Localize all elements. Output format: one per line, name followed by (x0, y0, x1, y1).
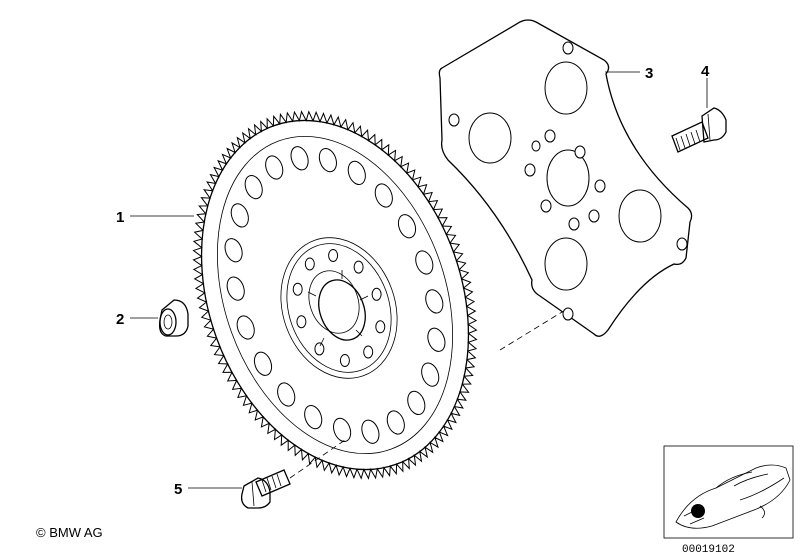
bolt-5[interactable] (240, 469, 291, 509)
hub-bolt-hole (375, 320, 386, 334)
hub-bolt-hole (304, 257, 315, 271)
flywheel-hole (244, 174, 263, 200)
flywheel-hole (415, 250, 434, 275)
flywheel-hole (427, 327, 446, 352)
flywheel-hole (374, 183, 393, 208)
callout-3: 3 (645, 65, 653, 82)
flywheel-hole (318, 147, 337, 173)
hub-bolt-hole (363, 345, 374, 359)
bolt-4[interactable] (671, 107, 727, 153)
hub-bolt-hole (339, 354, 350, 367)
flywheel-hole (226, 276, 245, 301)
flywheel-hole (277, 382, 296, 407)
location-marker (691, 504, 705, 518)
flywheel-hole (304, 404, 323, 430)
flywheel-hole (236, 315, 255, 340)
car-location-thumbnail (663, 445, 794, 539)
hub-bolt-hole (353, 260, 364, 274)
hub-bolt-hole (371, 287, 382, 301)
flywheel-hole (290, 146, 309, 171)
copyright-notice: © BMW AG (36, 525, 103, 540)
flywheel-hole (397, 214, 417, 239)
flywheel-hole (421, 362, 440, 387)
flywheel-hole (253, 351, 273, 376)
flywheel-hole (425, 289, 444, 314)
hub-bolt-hole (328, 249, 339, 262)
flex-plate[interactable] (438, 19, 693, 337)
flywheel-hole (386, 410, 405, 435)
diagram-number: 00019102 (682, 544, 735, 556)
flywheel-outer-holes (224, 146, 446, 444)
assembly-line-plate (499, 311, 563, 351)
flywheel-hole (265, 155, 284, 180)
flywheel-hub-holes (292, 249, 386, 367)
callout-1: 1 (116, 209, 124, 226)
callout-4: 4 (701, 63, 710, 80)
hub-bolt-hole (314, 342, 325, 356)
dowel-sleeve[interactable] (158, 299, 189, 337)
hub-bolt-hole (296, 315, 307, 329)
assembly-line-bolt5 (289, 439, 346, 479)
flywheel-hole (347, 160, 366, 186)
flywheel[interactable] (155, 83, 515, 507)
hub-bolt-hole (292, 282, 303, 296)
callout-2: 2 (116, 311, 124, 328)
flywheel-hole (361, 419, 380, 444)
flywheel-hole (230, 203, 249, 228)
callout-5: 5 (174, 481, 182, 498)
flywheel-hole (407, 390, 426, 416)
flywheel-hole (333, 417, 352, 443)
flywheel-hole (224, 238, 243, 263)
